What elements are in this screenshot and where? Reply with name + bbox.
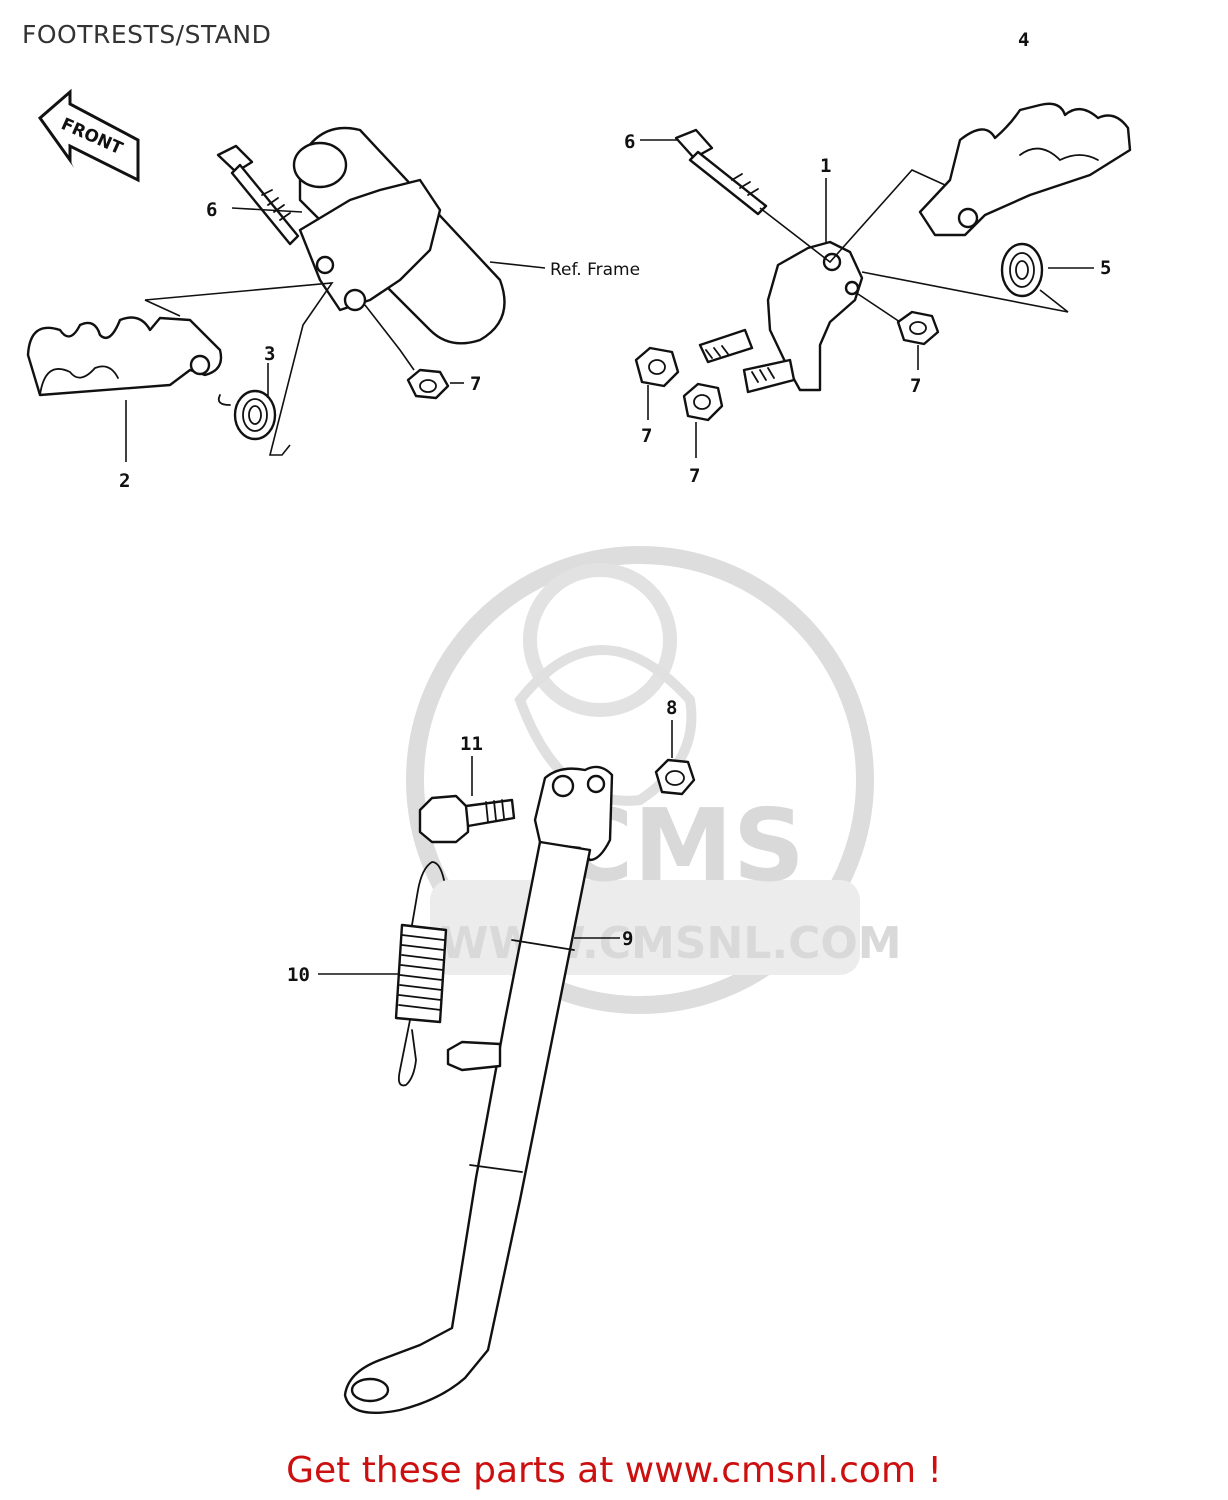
side-stand-assembly — [318, 720, 696, 1414]
nut-8 — [654, 758, 696, 796]
footpeg-left — [26, 316, 223, 397]
right-footrest-assembly — [634, 102, 1132, 458]
callout-11: 11 — [460, 733, 483, 755]
callout-7-right-b: 7 — [641, 425, 652, 447]
spring-3 — [217, 389, 277, 441]
ref-frame-label: Ref. Frame — [550, 260, 640, 280]
callout-6-left: 6 — [206, 199, 217, 221]
watermark-logo: CMS WWW.CMSNL.COM — [406, 546, 902, 1014]
front-arrow: FRONT — [37, 88, 140, 183]
callout-4: 4 — [1018, 29, 1029, 51]
callout-7-right-c: 7 — [689, 465, 700, 487]
nut-7-right-c — [682, 382, 724, 422]
callout-8: 8 — [666, 697, 677, 719]
callout-7-left: 7 — [470, 373, 481, 395]
page-title: FOOTRESTS/STAND — [22, 20, 272, 49]
callout-5: 5 — [1100, 257, 1111, 279]
callout-6-right: 6 — [624, 131, 635, 153]
bolt-6-right — [674, 128, 768, 216]
watermark-url-text: WWW.CMSNL.COM — [440, 918, 902, 969]
right-footrest-bracket — [766, 240, 864, 392]
nut-7-right-b — [634, 346, 680, 388]
callout-2: 2 — [119, 470, 130, 492]
footer-link[interactable]: Get these parts at www.cmsnl.com ! — [286, 1450, 942, 1491]
footpeg-right — [918, 102, 1132, 237]
bolt-11 — [418, 794, 516, 844]
spring-10 — [394, 861, 448, 1087]
callout-7-right-a: 7 — [910, 375, 921, 397]
callout-3: 3 — [264, 343, 275, 365]
callouts: 6 3 2 7 Ref. Frame 6 1 4 5 7 7 7 8 11 9 … — [119, 29, 1111, 986]
nut-7-left — [406, 368, 450, 400]
bolt-6-left — [216, 144, 300, 246]
left-footrest-bracket — [298, 178, 442, 312]
callout-1: 1 — [820, 155, 831, 177]
left-footrest-assembly — [26, 126, 546, 462]
callout-10: 10 — [287, 964, 310, 986]
spring-5 — [1000, 242, 1044, 298]
nut-7-right-a — [896, 310, 940, 346]
callout-9: 9 — [622, 928, 633, 950]
